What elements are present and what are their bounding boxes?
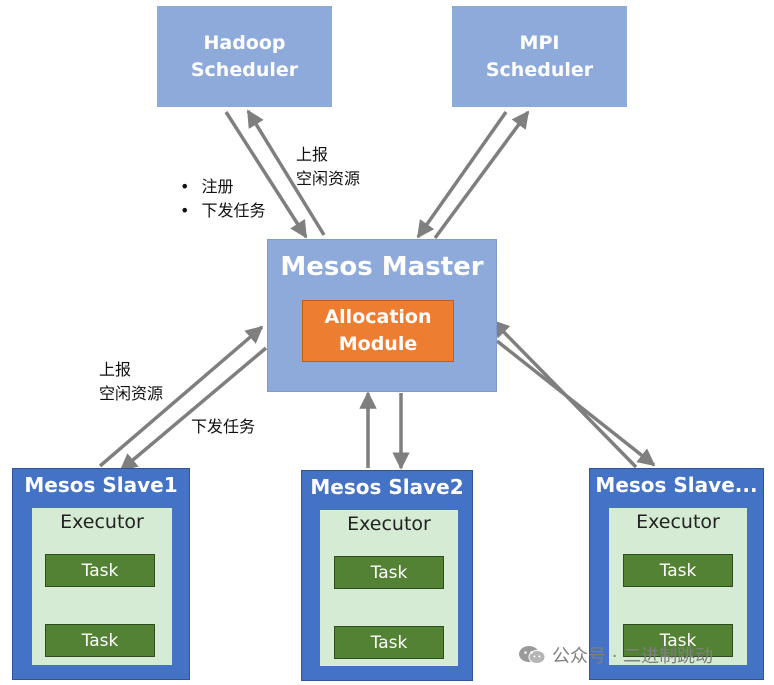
slave2-task-1: Task bbox=[334, 556, 444, 589]
report-idle-resources-left: 上报 空闲资源 bbox=[99, 360, 164, 403]
slave3-executor: Executor Task Task bbox=[609, 508, 747, 665]
slave2-executor-label: Executor bbox=[347, 513, 431, 535]
report-idle-resources-top: 上报 空闲资源 bbox=[296, 145, 361, 188]
slave1-executor: Executor Task Task bbox=[32, 508, 172, 665]
wechat-icon bbox=[518, 644, 546, 666]
bullet-dispatch: 下发任务 bbox=[180, 199, 265, 223]
master-title: Mesos Master bbox=[280, 252, 484, 282]
mesos-slave3-box: Mesos Slave... Executor Task Task bbox=[589, 468, 764, 680]
slave3-executor-label: Executor bbox=[636, 511, 720, 533]
arrow-master-to-slave1 bbox=[119, 346, 268, 472]
slave1-executor-label: Executor bbox=[60, 511, 144, 533]
mesos-master-box: Mesos Master Allocation Module bbox=[267, 239, 497, 392]
slave3-task-2: Task bbox=[623, 624, 733, 657]
mesos-slave1-box: Mesos Slave1 Executor Task Task bbox=[12, 468, 190, 680]
slave2-task-2: Task bbox=[334, 626, 444, 659]
arrow-master-to-mpi bbox=[433, 110, 530, 240]
allocation-module-box: Allocation Module bbox=[302, 300, 454, 362]
slave1-task-1: Task bbox=[45, 554, 155, 587]
slave2-executor: Executor Task Task bbox=[320, 510, 458, 666]
slave1-task-2: Task bbox=[45, 624, 155, 657]
mesos-slave2-box: Mesos Slave2 Executor Task Task bbox=[301, 470, 473, 681]
watermark: 公众号 · 二进制跳动 bbox=[518, 642, 713, 668]
slave2-title: Mesos Slave2 bbox=[310, 475, 464, 499]
slave1-title: Mesos Slave1 bbox=[24, 473, 178, 497]
arrow-hadoop-to-master bbox=[224, 111, 308, 239]
bullet-register: 注册 bbox=[180, 175, 265, 199]
slave3-task-1: Task bbox=[623, 554, 733, 587]
hadoop-scheduler-box: Hadoop Scheduler bbox=[157, 6, 332, 107]
arrow-slave1-to-master bbox=[98, 325, 264, 468]
slave3-title: Mesos Slave... bbox=[595, 473, 758, 497]
arrow-mpi-to-master bbox=[416, 110, 508, 239]
register-dispatch-bullets: 注册 下发任务 bbox=[180, 175, 265, 223]
mpi-scheduler-box: MPI Scheduler bbox=[452, 6, 627, 107]
arrow-master-to-hadoop bbox=[246, 109, 326, 236]
watermark-text: 公众号 · 二进制跳动 bbox=[552, 646, 714, 667]
dispatch-tasks-left: 下发任务 bbox=[191, 417, 256, 436]
arrow-master-to-slave3 bbox=[495, 339, 656, 467]
